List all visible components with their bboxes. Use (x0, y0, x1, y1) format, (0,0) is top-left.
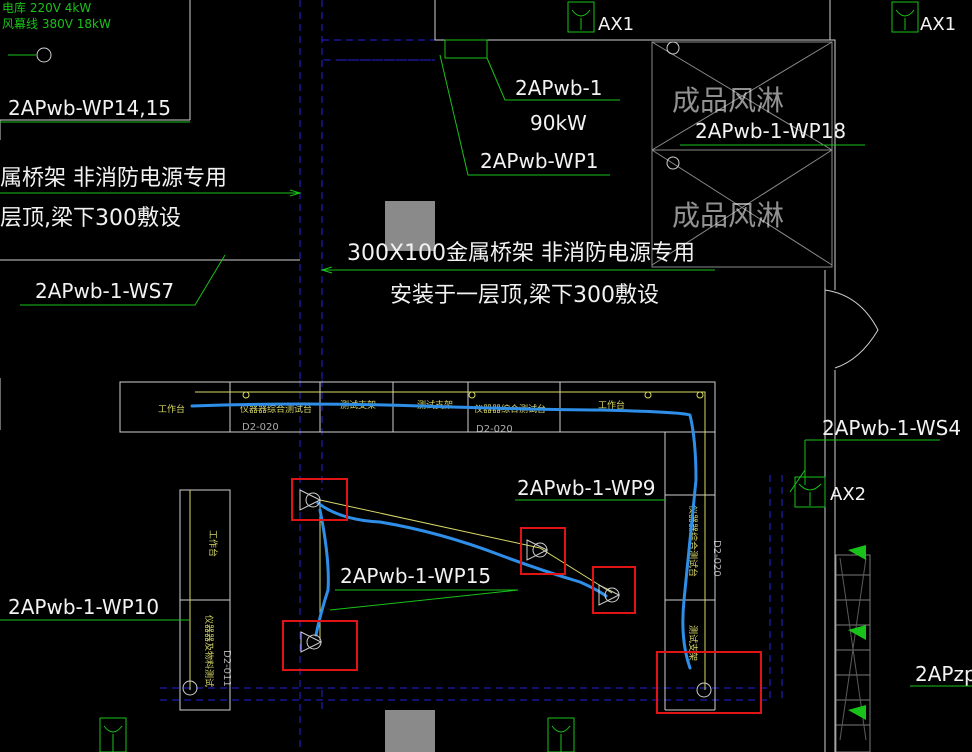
bench-code: D2-020 (711, 540, 722, 577)
bench-label: 工作台 (598, 399, 625, 411)
panel-label-ax2: AX2 (830, 484, 866, 505)
wire-circuit (190, 402, 698, 670)
bench-label: 测试支架 (687, 625, 699, 661)
bench-label: 仪器器综合测试台 (240, 403, 312, 415)
wire-circuit (316, 501, 608, 598)
equipment-rack (835, 545, 871, 752)
room-label-air-shower: 成品风淋 (672, 199, 784, 232)
circuit-label-wp10: 2APwb-1-WP10 (8, 595, 159, 619)
air-shower-rooms (651, 41, 833, 268)
tray-note-main-1: 300X100金属桥架 非消防电源专用 (347, 241, 695, 266)
bench-label: 工作台 (207, 530, 219, 557)
structural-column (385, 710, 435, 752)
tray-note-left-2: 层顶,梁下300敷设 (0, 206, 181, 231)
outlet-symbol (182, 391, 712, 698)
circuit-label-ws4: 2APwb-1-WS4 (822, 416, 961, 440)
legend-line-2: 风幕线 380V 18kW (2, 17, 111, 31)
bench-code: D2-020 (242, 422, 279, 433)
circuit-label-wp18: 2APwb-1-WP18 (695, 119, 846, 143)
tray-note-left-1: 属桥架 非消防电源专用 (0, 166, 227, 191)
circuit-label-wp15: 2APwb-1-WP15 (340, 564, 491, 588)
cable-tray (160, 0, 783, 752)
circuit-label-apwb1: 2APwb-1 (515, 76, 602, 100)
highlight-boxes (282, 478, 762, 714)
panel-symbol-bottom (99, 717, 575, 752)
bench-label: 工作台 (158, 403, 185, 415)
panel-ax2-symbol (789, 440, 826, 508)
bench-code: D2-011 (221, 650, 232, 687)
circuit-label-apzp: 2APzp (915, 662, 972, 686)
structural-column (385, 201, 435, 251)
circuit-power: 90kW (530, 111, 587, 135)
panel-label-ax1: AX1 (920, 14, 956, 35)
circuit-label-wp14-15: 2APwb-WP14,15 (8, 96, 171, 120)
panel-label-ax1: AX1 (598, 14, 634, 35)
legend-line-1: 电库 220V 4kW (2, 0, 91, 15)
wire-circuit (314, 508, 330, 637)
circuit-label-wp9: 2APwb-1-WP9 (517, 476, 655, 500)
bench-label: 仪器器综合测试台 (687, 505, 699, 577)
circuit-label-ws7: 2APwb-1-WS7 (35, 279, 174, 303)
room-label-air-shower: 成品风淋 (672, 84, 784, 117)
bench-code: D2-020 (476, 424, 513, 435)
bench-label: 仪器器及物料测试 (203, 615, 215, 687)
panel-ax1-symbol (567, 1, 919, 33)
outlet-symbol (36, 47, 52, 63)
building-walls (0, 0, 879, 752)
tray-note-main-2: 安装于一层顶,梁下300敷设 (390, 283, 659, 308)
lab-bench-left (179, 489, 231, 711)
circuit-label-wp1: 2APwb-WP1 (480, 149, 599, 173)
feeder-box (444, 39, 488, 59)
